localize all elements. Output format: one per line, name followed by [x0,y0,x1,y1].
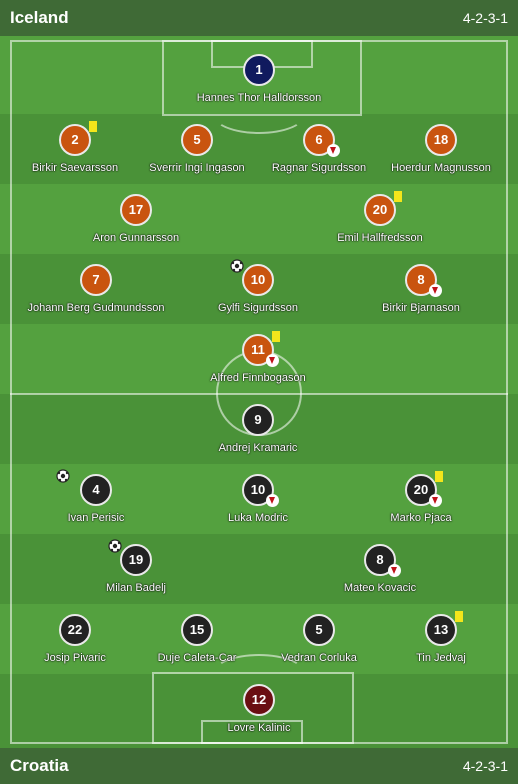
player-name: Tin Jedvaj [416,652,466,664]
substitution-off-icon [327,144,340,157]
player-name: Andrej Kramaric [218,442,298,454]
player-number: 22 [59,614,91,646]
pitch-stripe [0,534,518,604]
player-name: Hoerdur Magnusson [391,162,491,174]
player-number: 4 [80,474,112,506]
player-lovre-kalinic[interactable]: 12 Lovre Kalinic [189,684,329,740]
player-duje-caleta-car[interactable]: 15 Duje Caleta-Car [127,614,267,670]
away-team-name: Croatia [10,756,69,775]
player-number: 10 [242,264,274,296]
away-formation: 4-2-3-1 [462,758,508,774]
home-formation: 4-2-3-1 [462,10,508,26]
player-gylfi-sigurdsson[interactable]: 10 Gylfi Sigurdsson [188,259,328,320]
player-sverrir-ingi-ingason[interactable]: 5 Sverrir Ingi Ingason [127,124,267,180]
player-number: 18 [425,124,457,156]
substitution-off-icon [388,564,401,577]
player-name: Milan Badelj [106,582,166,594]
player-hoerdur-magnusson[interactable]: 18 Hoerdur Magnusson [371,124,511,180]
player-mateo-kovacic[interactable]: 8 Mateo Kovacic [310,544,450,600]
player-name: Duje Caleta-Car [157,652,237,664]
player-number: 1 [243,54,275,86]
bottom-penalty-arc [212,654,306,694]
player-name: Birkir Bjarnason [382,302,460,314]
substitution-off-icon [266,494,279,507]
yellow-card-icon [89,121,97,132]
player-number: 11 [242,334,274,366]
top-penalty-arc [212,94,306,134]
yellow-card-icon [394,191,402,202]
player-johann-berg-gudmundsson[interactable]: 7 Johann Berg Gudmundsson [26,264,166,320]
player-name: Hannes Thor Halldorsson [196,92,322,104]
player-number: 20 [364,194,396,226]
yellow-card-icon [272,331,280,342]
player-number: 5 [181,124,213,156]
player-birkir-bjarnason[interactable]: 8 Birkir Bjarnason [351,264,491,320]
goal-ball-icon [230,259,244,273]
player-name: Emil Hallfredsson [337,232,423,244]
player-number: 19 [120,544,152,576]
yellow-card-icon [435,471,443,482]
bottom-goal-box [201,720,303,744]
substitution-off-icon [266,354,279,367]
player-alfred-finnbogason[interactable]: 11 Alfred Finnbogason [188,331,328,390]
yellow-card-icon [455,611,463,622]
player-name: Birkir Saevarsson [31,162,119,174]
player-number: 13 [425,614,457,646]
player-name: Ragnar Sigurdsson [271,162,367,174]
goal-ball-icon [108,539,122,553]
player-name: Aron Gunnarsson [92,232,180,244]
player-tin-jedvaj[interactable]: 13 Tin Jedvaj [371,611,511,670]
player-name: Ivan Perisic [67,512,125,524]
player-number: 9 [242,404,274,436]
player-name: Lovre Kalinic [227,722,291,734]
player-name: Mateo Kovacic [343,582,417,594]
player-name: Sverrir Ingi Ingason [149,162,245,174]
player-hannes-thor-halldorsson[interactable]: 1 Hannes Thor Halldorsson [189,54,329,110]
player-name: Luka Modric [228,512,288,524]
home-team-name: Iceland [10,8,69,27]
goal-ball-icon [56,469,70,483]
player-milan-badelj[interactable]: 19 Milan Badelj [66,539,206,600]
player-emil-hallfredsson[interactable]: 20 Emil Hallfredsson [310,191,450,250]
player-number: 7 [80,264,112,296]
player-name: Alfred Finnbogason [210,372,306,384]
player-name: Johann Berg Gudmundsson [27,302,165,314]
pitch: 1 Hannes Thor Halldorsson 2 Birkir Saeva… [0,36,518,748]
player-number: 15 [181,614,213,646]
player-aron-gunnarsson[interactable]: 17 Aron Gunnarsson [66,194,206,250]
player-name: Vedran Corluka [281,652,357,664]
player-ragnar-sigurdsson[interactable]: 6 Ragnar Sigurdsson [249,124,389,180]
player-number: 5 [303,614,335,646]
player-vedran-corluka[interactable]: 5 Vedran Corluka [249,614,389,670]
substitution-off-icon [429,494,442,507]
player-name: Josip Pivaric [44,652,106,664]
player-andrej-kramaric[interactable]: 9 Andrej Kramaric [188,404,328,460]
player-name: Gylfi Sigurdsson [217,302,299,314]
player-marko-pjaca[interactable]: 20 Marko Pjaca [351,471,491,530]
home-team-header: Iceland 4-2-3-1 [0,0,518,36]
player-number: 2 [59,124,91,156]
player-name: Marko Pjaca [390,512,452,524]
player-birkir-saevarsson[interactable]: 2 Birkir Saevarsson [5,121,145,180]
player-number: 12 [243,684,275,716]
player-ivan-perisic[interactable]: 4 Ivan Perisic [26,469,166,530]
player-josip-pivaric[interactable]: 22 Josip Pivaric [5,614,145,670]
pitch-stripe [0,184,518,254]
player-luka-modric[interactable]: 10 Luka Modric [188,474,328,530]
player-number: 17 [120,194,152,226]
away-team-header: Croatia 4-2-3-1 [0,748,518,784]
substitution-off-icon [429,284,442,297]
